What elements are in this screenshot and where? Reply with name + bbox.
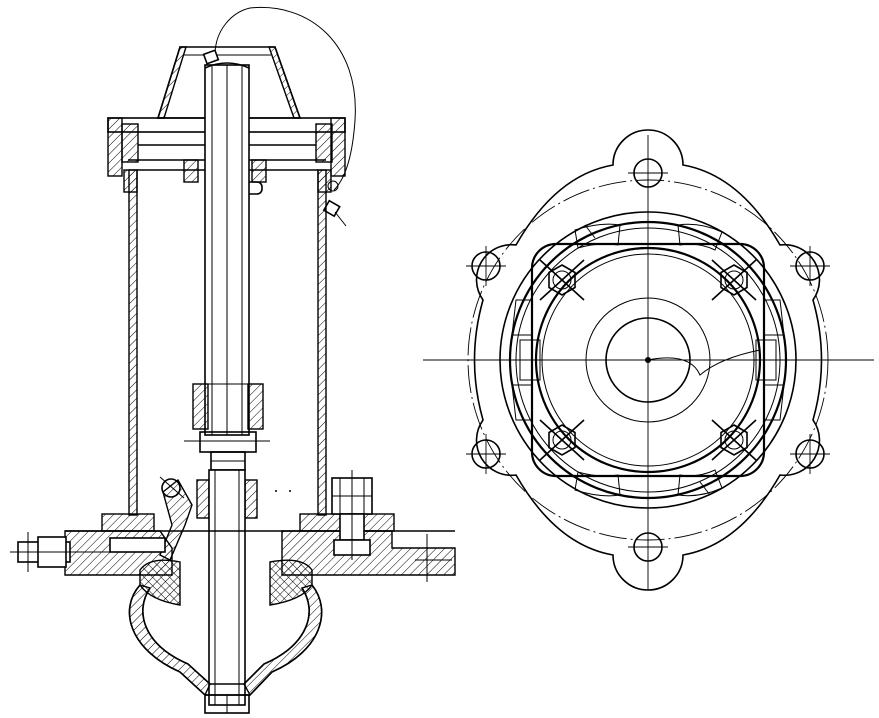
bolt-holes [466, 158, 830, 562]
seal-ring-right [269, 559, 313, 606]
bolt-circle [467, 179, 829, 541]
ring-mid [508, 220, 788, 500]
lower-sleeve-left [196, 479, 210, 519]
flange-bolt [331, 470, 373, 560]
top-nut-right [251, 159, 267, 183]
corner-hex-bolts [539, 259, 757, 461]
square-housing [530, 242, 766, 478]
coupling-sleeve-right [247, 383, 264, 430]
lower-sleeve-right [244, 479, 258, 519]
seal-ring-left [139, 559, 181, 606]
wire-clip-top [202, 49, 220, 65]
coupling-sleeve-left [192, 383, 209, 430]
ring-outer [499, 211, 797, 509]
section-view [10, 6, 456, 714]
inner-circle-large [585, 297, 711, 423]
top-view [423, 129, 874, 591]
outer-flange-outline [473, 129, 823, 591]
chain-wire [214, 6, 356, 191]
inner-circle-small [605, 317, 691, 403]
drain-valve [159, 476, 193, 561]
side-plug [10, 532, 166, 572]
valve-seat-circle [534, 246, 762, 474]
top-nut-left [183, 159, 199, 183]
spindle [204, 62, 250, 436]
